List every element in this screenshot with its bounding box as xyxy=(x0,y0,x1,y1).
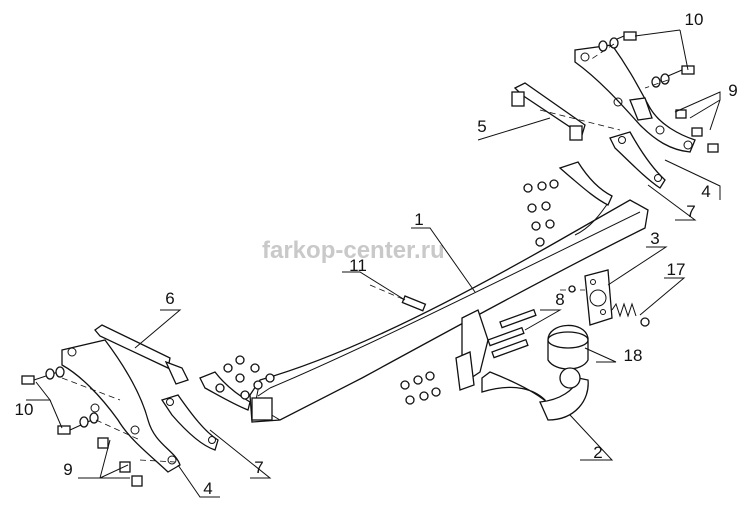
callout-4-left: 4 xyxy=(203,479,212,498)
ball-cap xyxy=(547,324,589,370)
callout-11: 11 xyxy=(349,256,367,275)
watermark: farkop-center.ru xyxy=(262,237,445,264)
bolt-11 xyxy=(369,284,427,312)
right-bracket-inner xyxy=(558,131,666,206)
callout-18: 18 xyxy=(624,346,643,365)
callout-8: 8 xyxy=(555,290,564,309)
socket-plate xyxy=(560,269,613,326)
callout-10-right: 10 xyxy=(685,10,704,29)
right-plate xyxy=(511,82,586,141)
left-bracket-inner xyxy=(160,371,251,451)
callout-7-right: 7 xyxy=(686,202,695,221)
callout-9-left: 9 xyxy=(63,460,72,479)
callout-1: 1 xyxy=(414,210,423,229)
left-fasteners xyxy=(21,355,275,487)
callout-9-right: 9 xyxy=(728,81,737,100)
callout-17: 17 xyxy=(667,260,686,279)
callout-3: 3 xyxy=(650,229,659,248)
center-mount xyxy=(400,308,537,405)
spring xyxy=(611,302,650,327)
callout-10-left: 10 xyxy=(15,400,34,419)
left-bracket-outer xyxy=(61,339,181,473)
callout-6: 6 xyxy=(165,289,174,308)
left-plate xyxy=(94,324,189,385)
leader-lines xyxy=(26,29,721,498)
callout-5: 5 xyxy=(477,117,486,136)
right-bracket-outer xyxy=(574,44,696,153)
callout-labels: 1 2 3 4 4 5 6 7 7 8 9 9 10 10 11 17 18 xyxy=(15,10,738,498)
callout-7-left: 7 xyxy=(254,458,263,477)
callout-4-right: 4 xyxy=(701,182,710,201)
tow-ball xyxy=(481,367,589,421)
callout-2: 2 xyxy=(593,443,602,462)
